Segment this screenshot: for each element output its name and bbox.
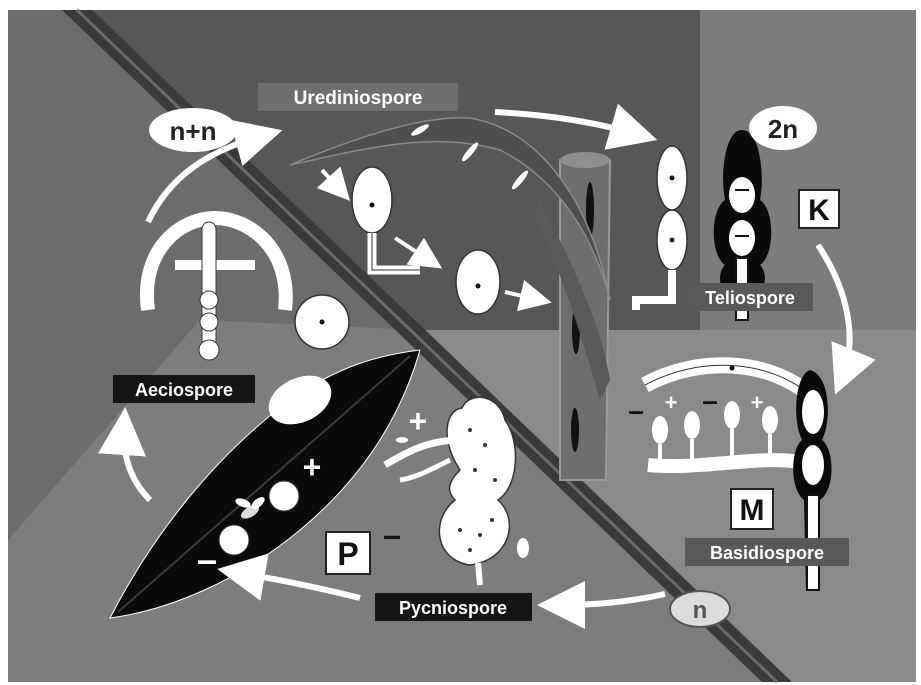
leaf-spore-plus — [269, 481, 299, 511]
minus-sign-basidium-1: – — [628, 395, 644, 426]
urediniospore-label-box: Urediniospore — [258, 83, 458, 111]
dikaryon-badge: n+n — [149, 108, 237, 152]
karyogamy-badge: K — [799, 190, 839, 228]
diploid-label: 2n — [768, 114, 798, 144]
plus-sign-basidium-1: + — [665, 390, 678, 415]
plus-sign-pycnium: + — [409, 403, 428, 439]
plasmogamy-letter: P — [337, 536, 358, 572]
aeciospore-free-nucleus — [320, 320, 325, 325]
plus-sign-leaf: + — [303, 449, 322, 485]
pycniospore-label-box: Pycniospore — [375, 593, 532, 621]
haploid-badge: n — [670, 591, 730, 627]
meiosis-letter: M — [740, 494, 765, 527]
minus-sign-pycnium: – — [383, 517, 401, 553]
karyogamy-letter: K — [808, 194, 830, 227]
basidiospore-label: Basidiospore — [710, 543, 824, 563]
aeciospore-label-box: Aeciospore — [113, 375, 255, 403]
haploid-label: n — [693, 597, 708, 624]
urediniospore-2 — [456, 250, 500, 314]
aeciospore-label: Aeciospore — [135, 380, 233, 400]
wheat-stem-top — [560, 152, 610, 168]
urediniospore-label: Urediniospore — [294, 88, 423, 109]
basidiospore-label-box: Basidiospore — [685, 538, 849, 566]
pycniospore-small — [396, 437, 408, 443]
plus-sign-basidium-2: + — [751, 390, 764, 415]
teliospore-label: Teliospore — [705, 288, 795, 308]
pycniospore-free — [517, 538, 529, 558]
dikaryon-label: n+n — [170, 116, 217, 146]
diploid-badge: 2n — [749, 106, 817, 150]
pycniospore-label: Pycniospore — [399, 598, 507, 618]
stem-lesion-3 — [571, 408, 579, 452]
leaf-spore-minus — [219, 525, 249, 555]
plasmogamy-badge: P — [326, 532, 370, 574]
minus-sign-basidium-2: – — [702, 385, 718, 416]
meiosis-badge: M — [731, 489, 773, 529]
minus-sign-leaf: – — [197, 539, 217, 580]
teliospore-label-box: Teliospore — [687, 283, 813, 311]
